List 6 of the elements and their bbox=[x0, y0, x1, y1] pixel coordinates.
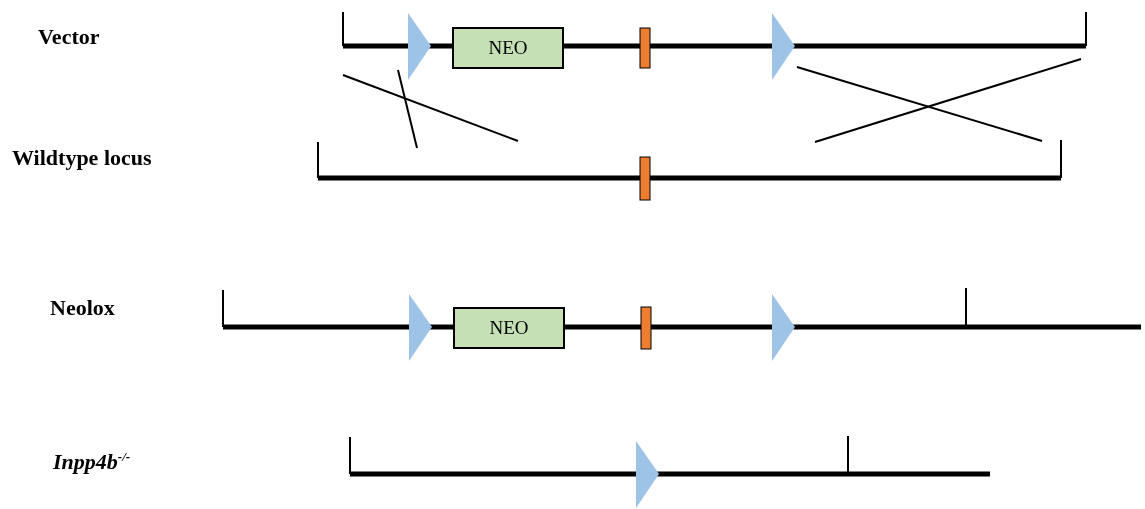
neo-cassette-box: NEO bbox=[452, 27, 564, 69]
track-label: Vector bbox=[38, 26, 100, 48]
track-label: Neolox bbox=[50, 297, 115, 319]
neo-cassette-box: NEO bbox=[453, 307, 565, 349]
track-label: Wildtype locus bbox=[12, 147, 152, 169]
track-label: Inpp4b$^{-/-}$ bbox=[53, 450, 131, 474]
